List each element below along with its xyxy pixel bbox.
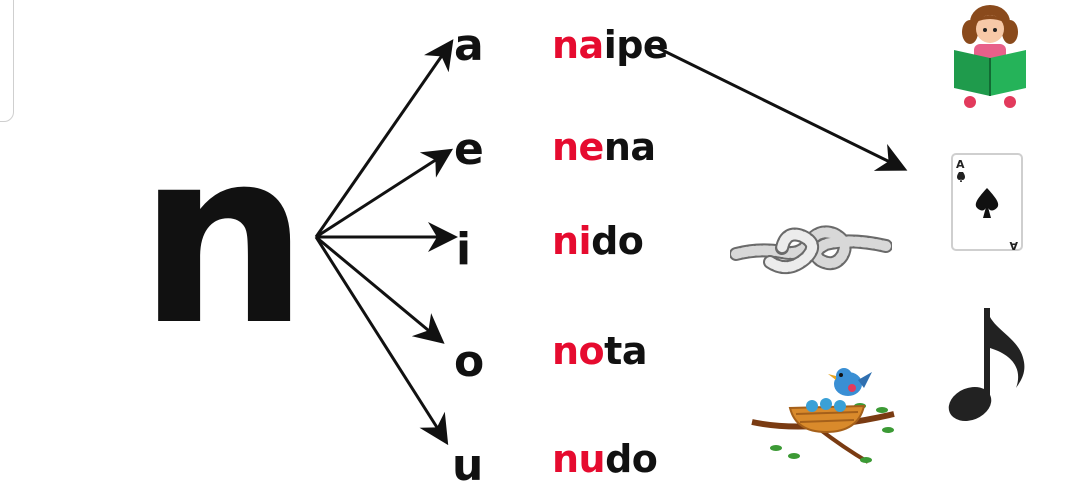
arrow-to-o [315, 235, 445, 344]
word-rest: ipe [603, 23, 669, 67]
word-rest: do [591, 219, 644, 263]
syllable: no [552, 329, 605, 373]
vowel-i: i [456, 224, 472, 275]
rope-knot-icon [730, 225, 892, 275]
syllable: ni [552, 219, 592, 263]
word-naipe: naipe [552, 23, 669, 67]
syllable: na [552, 23, 604, 67]
word-nido: nido [552, 219, 644, 263]
vowel-e: e [454, 124, 484, 175]
bird-nest-icon [751, 368, 895, 464]
svg-text:A: A [1009, 239, 1018, 252]
arrow-to-e [315, 148, 454, 239]
vowel-o: o [454, 336, 485, 387]
word-rest: ta [604, 329, 647, 373]
word-rest: na [603, 125, 656, 169]
word-nota: nota [552, 332, 647, 370]
main-consonant: n [138, 98, 309, 378]
arrow-to-a [314, 39, 454, 238]
syllable: nu [552, 437, 606, 481]
corner-frame [0, 0, 14, 122]
arrow-naipe-to-card [657, 46, 908, 171]
ace-of-spades-card-icon: A A [951, 153, 1023, 252]
vowel-a: a [454, 20, 484, 71]
music-note-icon [948, 308, 1025, 421]
girl-reading-icon [954, 5, 1026, 108]
word-nudo: nudo [552, 437, 658, 481]
svg-text:A: A [956, 158, 965, 171]
arrow-to-u [314, 236, 449, 446]
word-nena: nena [552, 128, 656, 166]
syllable: ne [552, 125, 604, 169]
word-rest: do [605, 437, 658, 481]
vowel-u: u [452, 440, 484, 491]
